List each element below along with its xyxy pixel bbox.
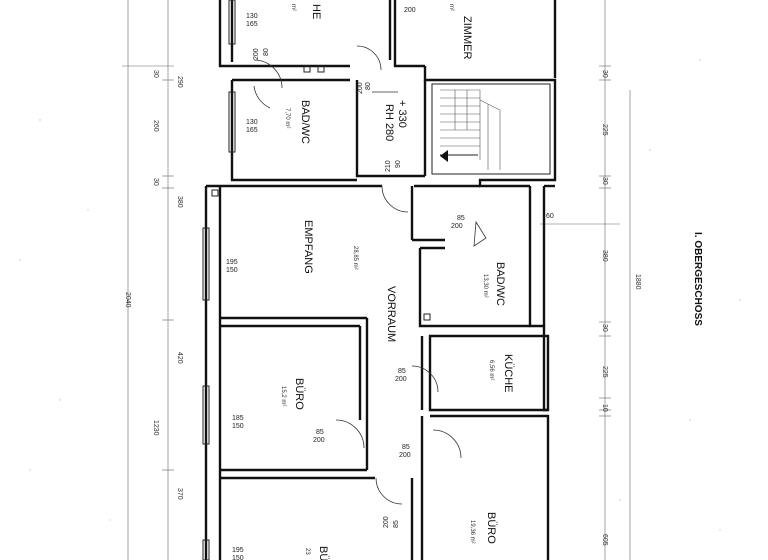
dim-right-8: 605 <box>601 534 608 546</box>
right-dimension-lines <box>540 0 631 560</box>
dim-right-total-1: 1880 <box>634 274 641 290</box>
window-w4-b: 150 <box>232 423 244 430</box>
left-dimension-lines <box>122 0 174 560</box>
room-area-buero3: 23 <box>304 548 310 555</box>
window-w3-a: 195 <box>226 259 238 266</box>
door-top-b: 200 <box>253 48 260 60</box>
staircase <box>431 83 551 175</box>
door-buero2-a: 85 <box>402 444 410 451</box>
dim-left-5: 380 <box>176 196 183 208</box>
window-w2-a: 130 <box>246 119 258 126</box>
windows <box>202 0 236 560</box>
door-kueche-a: 85 <box>398 368 406 375</box>
room-name-buero1: BÜRO <box>293 378 305 410</box>
door-top2-a: 200 <box>404 7 416 14</box>
door-buero2-b: 200 <box>399 452 411 459</box>
room-area-empfang: 28,85 m² <box>352 246 358 270</box>
dim-left-2: 290 <box>176 76 183 88</box>
stair-mark1: + 330 <box>396 100 408 128</box>
room-name-buero3: BÜ <box>317 546 329 560</box>
window-w1-b: 165 <box>246 21 258 28</box>
dim-right-6: 225 <box>601 366 608 378</box>
room-area-bad2: 13,30 m² <box>482 274 488 298</box>
room-area-buero1: 15,2 m² <box>280 386 286 406</box>
door-stair-b: 200 <box>357 82 364 94</box>
dim-left-7: 370 <box>176 488 183 500</box>
door-buero3-b: 200 <box>383 516 390 528</box>
window-w3-b: 150 <box>226 267 238 274</box>
scan-noise <box>19 59 741 531</box>
room-area-he: m² <box>290 4 296 11</box>
dim-right-4: 380 <box>601 250 608 262</box>
dim-right-1: 30 <box>601 70 608 78</box>
dim-left-3: 260 <box>152 120 159 132</box>
dim-right-7: 10 <box>601 404 608 412</box>
dimension-labels: 30 290 260 30 380 420 370 2040 1230 30 2… <box>124 70 641 546</box>
room-name-he: HE <box>310 4 322 19</box>
door-buero3-a: 85 <box>393 520 400 528</box>
door-hall-a: 90 <box>395 160 402 168</box>
door-top-a: 80 <box>263 48 270 56</box>
misc-60: 60 <box>546 213 554 220</box>
door-kueche-b: 200 <box>395 376 407 383</box>
room-area-buero2: 19,36 m² <box>469 520 475 544</box>
door-buero1-a: 85 <box>316 429 324 436</box>
room-name-vorraum: VORRAUM <box>385 286 397 342</box>
door-labels: 130 165 80 200 200 130 165 80 200 90 210… <box>226 7 554 560</box>
room-name-kueche: KÜCHE <box>502 354 514 393</box>
room-name-zimmer: ZIMMER <box>461 16 473 59</box>
window-w1-a: 130 <box>246 13 258 20</box>
door-stair-a: 80 <box>365 82 372 90</box>
room-area-bad1: 7,70 m² <box>284 108 290 128</box>
plan-title: I. OBERGESCHOSS <box>692 232 703 326</box>
dim-left-4: 30 <box>152 178 159 186</box>
dim-right-2: 225 <box>601 124 608 136</box>
window-w5-a: 195 <box>232 547 244 554</box>
dim-left-6: 420 <box>176 352 183 364</box>
window-w2-b: 165 <box>246 127 258 134</box>
room-name-bad2: BAD/WC <box>494 262 506 306</box>
window-w5-b: 150 <box>232 555 244 560</box>
room-labels: HE m² ZIMMER m² BAD/WC 7,70 m² + 330 RH … <box>280 4 703 560</box>
dim-right-5: 30 <box>601 324 608 332</box>
room-area-zimmer: m² <box>448 4 454 11</box>
markers <box>211 65 431 321</box>
room-name-bad1: BAD/WC <box>299 100 311 144</box>
stair-mark2: RH 280 <box>383 104 395 141</box>
room-name-buero2: BÜRO <box>485 512 497 544</box>
doors <box>253 45 487 505</box>
door-bad2-b: 200 <box>451 223 463 230</box>
dim-left-total-1: 2040 <box>124 292 131 308</box>
door-hall-b: 210 <box>385 160 392 172</box>
room-area-kueche: 6,56 m² <box>488 360 494 380</box>
door-bad2-a: 85 <box>457 215 465 222</box>
window-w4-a: 185 <box>232 415 244 422</box>
door-buero1-b: 200 <box>313 437 325 444</box>
room-name-empfang: EMPFANG <box>302 220 314 274</box>
dim-right-3: 30 <box>601 177 608 185</box>
dim-left-total-2: 1230 <box>152 420 159 436</box>
dim-left-1: 30 <box>152 70 159 78</box>
